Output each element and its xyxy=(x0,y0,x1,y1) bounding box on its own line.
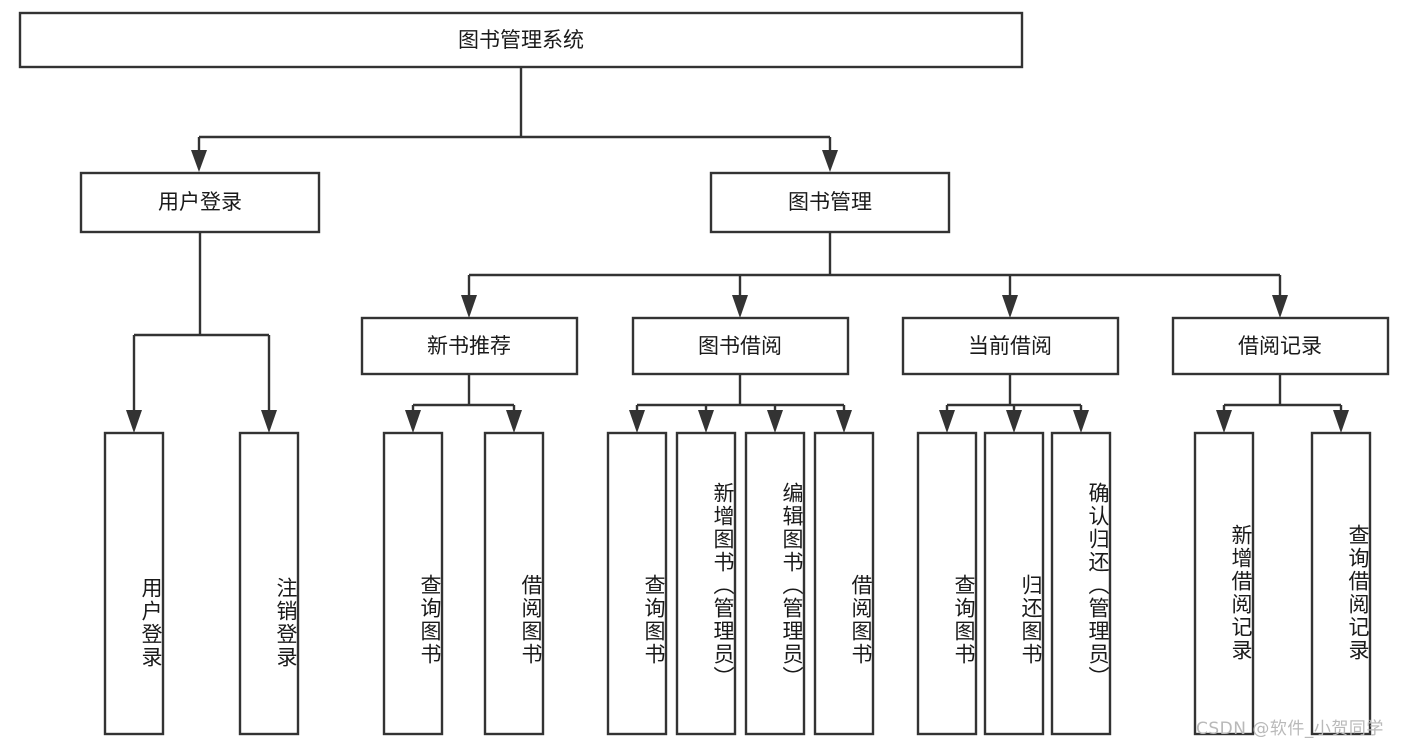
node-book-manage-label: 图书管理 xyxy=(788,190,872,214)
node-current-borrow-label: 当前借阅 xyxy=(968,334,1052,358)
arrow-current-borrow-leaf-2 xyxy=(1006,410,1022,433)
leaf-box-confirm-return[interactable] xyxy=(1050,431,1112,736)
node-borrow-record-label: 借阅记录 xyxy=(1238,334,1322,358)
arrow-user-login-leaf-1 xyxy=(126,410,142,433)
node-borrow-record-box[interactable] xyxy=(1171,316,1390,376)
node-root-label: 图书管理系统 xyxy=(458,28,584,52)
leaf-box-return-book[interactable] xyxy=(983,431,1045,736)
arrow-new-book-leaf-1 xyxy=(405,410,421,433)
arrow-root-to-user-login xyxy=(191,150,207,172)
leaf-box-query-book-1[interactable] xyxy=(382,431,444,736)
leaf-box-add-record[interactable] xyxy=(1193,431,1255,736)
arrow-borrow-record-leaf-1 xyxy=(1216,410,1232,433)
arrow-borrow-record-leaf-2 xyxy=(1333,410,1349,433)
arrow-book-manage-to-borrow-record xyxy=(1272,295,1288,318)
leaf-box-borrow-book-2[interactable] xyxy=(813,431,875,736)
leaf-box-add-book[interactable] xyxy=(675,431,737,736)
arrow-book-manage-to-new-book xyxy=(461,295,477,318)
arrow-new-book-leaf-2 xyxy=(506,410,522,433)
arrow-book-borrow-leaf-3 xyxy=(767,410,783,433)
csdn-watermark: CSDN @软件_小贺同学 xyxy=(1196,719,1384,739)
leaf-box-query-book-2[interactable] xyxy=(606,431,668,736)
leaf-box-borrow-book-1[interactable] xyxy=(483,431,545,736)
leaf-box-query-book-3[interactable] xyxy=(916,431,978,736)
node-book-borrow-label: 图书借阅 xyxy=(698,334,782,358)
arrow-root-to-book-manage xyxy=(822,150,838,172)
arrow-current-borrow-leaf-1 xyxy=(939,410,955,433)
leaf-box-query-record[interactable] xyxy=(1310,431,1372,736)
node-book-manage-box[interactable] xyxy=(709,171,951,234)
arrow-user-login-leaf-2 xyxy=(261,410,277,433)
node-new-book-recommend-label: 新书推荐 xyxy=(427,334,511,358)
arrow-book-manage-to-book-borrow xyxy=(732,295,748,318)
arrow-current-borrow-leaf-3 xyxy=(1073,410,1089,433)
leaf-box-logout[interactable] xyxy=(238,431,300,736)
node-root-box[interactable] xyxy=(18,11,1024,69)
arrow-book-borrow-leaf-4 xyxy=(836,410,852,433)
node-current-borrow-box[interactable] xyxy=(901,316,1120,376)
node-user-login-label: 用户登录 xyxy=(158,190,242,214)
node-book-borrow-box[interactable] xyxy=(631,316,850,376)
arrow-book-manage-to-current-borrow xyxy=(1002,295,1018,318)
arrow-book-borrow-leaf-1 xyxy=(629,410,645,433)
leaf-box-user-login[interactable] xyxy=(103,431,165,736)
leaf-box-edit-book[interactable] xyxy=(744,431,806,736)
node-new-book-recommend-box[interactable] xyxy=(360,316,579,376)
arrow-book-borrow-leaf-2 xyxy=(698,410,714,433)
